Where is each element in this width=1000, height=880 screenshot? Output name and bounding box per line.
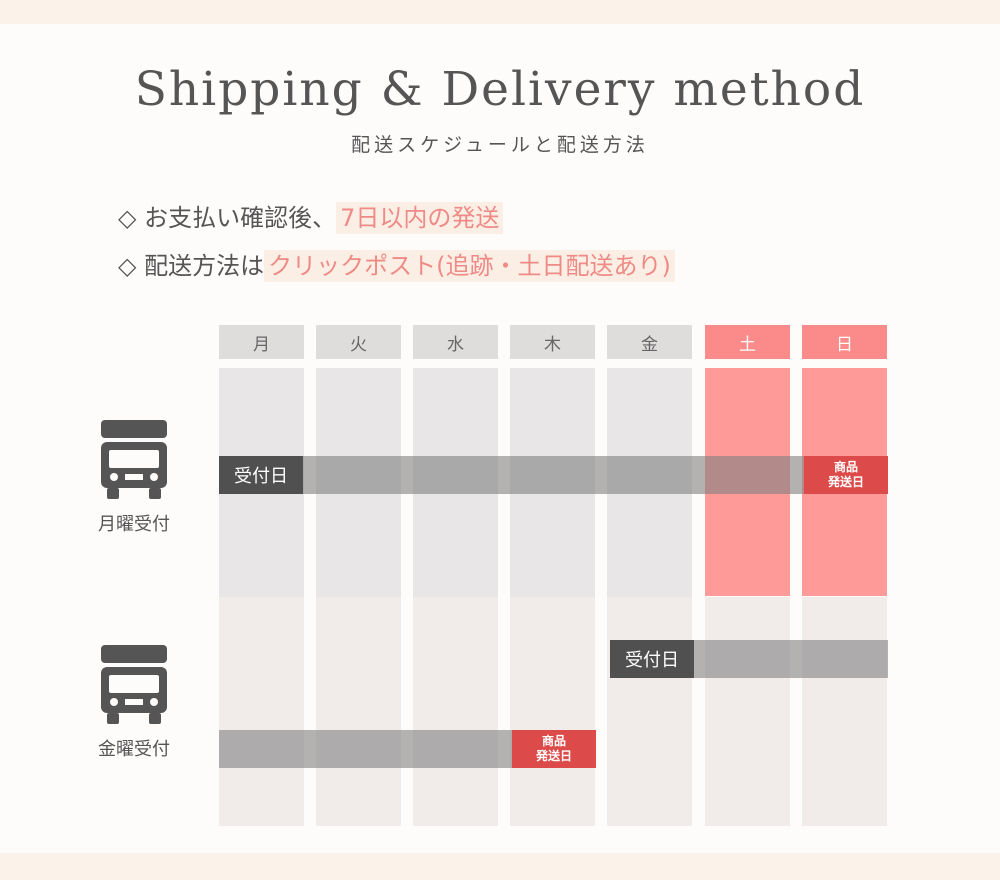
day-column xyxy=(510,597,595,826)
day-header-wed: 水 xyxy=(413,325,498,359)
bullet-prefix: ◇ お支払い確認後、 xyxy=(118,204,337,232)
bullet-prefix: ◇ 配送方法は xyxy=(118,252,265,280)
day-header-fri: 金 xyxy=(607,325,692,359)
day-header-tue: 火 xyxy=(316,325,401,359)
receive-day-tag: 受付日 xyxy=(219,456,303,494)
day-header-sun: 日 xyxy=(802,325,887,359)
ship-tag-line2: 発送日 xyxy=(827,475,864,489)
day-column xyxy=(413,597,498,826)
page-subtitle: 配送スケジュールと配送方法 xyxy=(351,134,649,156)
ship-day-tag: 商品 発送日 xyxy=(804,456,888,494)
day-column xyxy=(607,597,692,826)
day-header-sat: 土 xyxy=(705,325,790,359)
day-column xyxy=(705,597,790,826)
ship-day-tag: 商品 発送日 xyxy=(512,730,596,768)
row-label-friday: 金曜受付 xyxy=(98,739,170,760)
bullet-highlight: クリックポスト(追跡・土日配送あり) xyxy=(264,250,675,282)
ship-tag-line2: 発送日 xyxy=(535,749,572,763)
day-header-mon: 月 xyxy=(219,325,304,359)
day-header-thu: 木 xyxy=(510,325,595,359)
truck-icon xyxy=(101,645,167,724)
day-column xyxy=(316,597,401,826)
bullet-highlight: 7日以内の発送 xyxy=(336,202,504,234)
page-title: Shipping & Delivery method xyxy=(134,62,866,117)
day-column xyxy=(219,597,304,826)
schedule-bar xyxy=(219,456,888,494)
bullet-shipping-method: ◇ 配送方法はクリックポスト(追跡・土日配送あり) xyxy=(118,246,675,282)
row-label-monday: 月曜受付 xyxy=(98,514,170,535)
receive-day-tag: 受付日 xyxy=(610,640,694,678)
day-column xyxy=(802,597,887,826)
bullet-payment: ◇ お支払い確認後、7日以内の発送 xyxy=(118,198,504,234)
truck-icon xyxy=(101,420,167,499)
ship-tag-line1: 商品 xyxy=(541,734,566,748)
ship-tag-line1: 商品 xyxy=(833,460,858,474)
